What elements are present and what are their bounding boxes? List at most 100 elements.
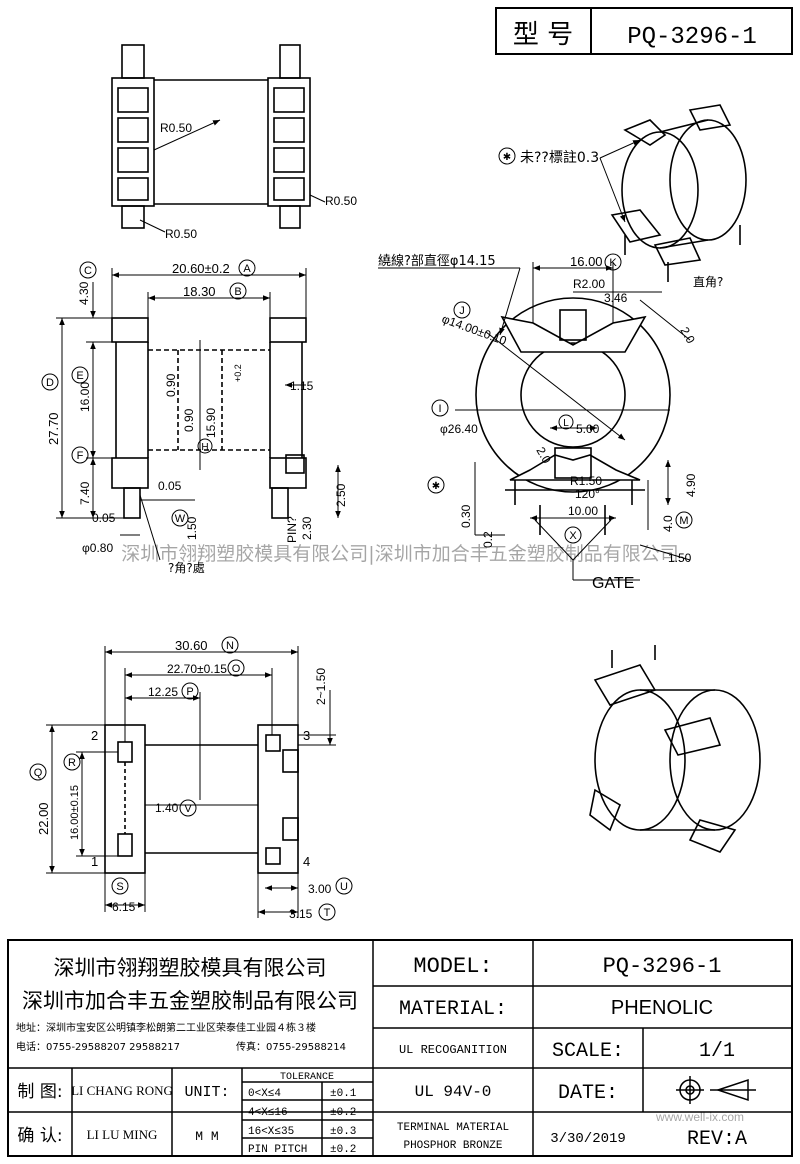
ul-value: UL 94V-0 bbox=[415, 1083, 492, 1101]
pin-1: 1 bbox=[91, 854, 98, 869]
tag-d: D bbox=[46, 377, 54, 389]
front-view-dims bbox=[378, 262, 691, 581]
dim-x: 10.00 bbox=[568, 504, 598, 518]
model-header-label: 型 号 bbox=[513, 20, 573, 50]
unit-value: M M bbox=[195, 1129, 218, 1144]
iso-view-bottom bbox=[589, 645, 761, 853]
check-label: 确 认: bbox=[17, 1126, 62, 1146]
side-view bbox=[111, 317, 307, 519]
pin-label: PIN? bbox=[285, 516, 299, 543]
watermark-text: 深圳市翎翔塑胶模具有限公司|深圳市加合丰五金塑胶制品有限公司 bbox=[121, 543, 678, 565]
dim-t: 3.15 bbox=[289, 907, 313, 921]
dim-d: 27.70 bbox=[46, 412, 61, 445]
dim-s: 6.15 bbox=[112, 900, 136, 914]
dim-150: 1.50 bbox=[668, 551, 692, 565]
date-value: 3/30/2019 bbox=[550, 1131, 626, 1147]
dim-250: 2.50 bbox=[334, 483, 348, 507]
top-r-label-3: R0.50 bbox=[165, 227, 197, 241]
dim-p: 12.25 bbox=[148, 685, 178, 699]
dim-02: 0.2 bbox=[481, 531, 495, 548]
dim-n: 30.60 bbox=[175, 638, 208, 653]
tag-j: J bbox=[459, 305, 465, 317]
dim-005a: 0.05 bbox=[158, 479, 182, 493]
dim-115: 1.15 bbox=[290, 379, 314, 393]
dim-q: 22.00 bbox=[36, 802, 51, 835]
tag-a: A bbox=[243, 263, 251, 275]
tag-p: P bbox=[186, 686, 193, 698]
side-view-labels: 20.60±0.2 A 18.30 B C 4.30 D 27.70 E 16.… bbox=[41, 259, 348, 575]
dim-005b: 0.05 bbox=[92, 511, 116, 525]
wire-note: 繞線?部直徑φ14.15 bbox=[378, 253, 496, 269]
iso-view-top bbox=[610, 104, 747, 282]
tag-l: L bbox=[563, 418, 569, 429]
company-fax: 传真：0755-29588214 bbox=[236, 1040, 346, 1053]
ul-label: UL RECOGANITION bbox=[399, 1043, 507, 1057]
pin-4: 4 bbox=[303, 854, 310, 869]
material-label: MATERIAL: bbox=[399, 998, 507, 1021]
tol-range-4: PIN PITCH bbox=[248, 1144, 307, 1156]
company-name-2: 深圳市加合丰五金塑胶制品有限公司 bbox=[22, 989, 358, 1013]
dim-h-tol: +0.2 bbox=[233, 364, 243, 382]
tag-c: C bbox=[84, 265, 92, 277]
model-header: 型 号 PQ-3296-1 bbox=[495, 7, 793, 55]
title-block bbox=[7, 939, 793, 1157]
tag-s: S bbox=[116, 881, 123, 893]
dim-r: 16.00±0.15 bbox=[69, 785, 81, 840]
model-value: PQ-3296-1 bbox=[603, 954, 722, 979]
projection-symbol-icon bbox=[676, 1076, 756, 1104]
tag-f: F bbox=[77, 450, 84, 462]
tol-range-3: 16<X≤35 bbox=[248, 1126, 294, 1138]
rev-value: REV:A bbox=[687, 1128, 747, 1151]
material-value: PHENOLIC bbox=[611, 997, 713, 1019]
bottom-view bbox=[104, 724, 299, 874]
pin-note: ?角?處 bbox=[168, 561, 205, 575]
side-view-dims bbox=[56, 268, 341, 561]
dim-030: 0.30 bbox=[459, 504, 473, 528]
tag-v: V bbox=[184, 803, 192, 815]
pin-3: 3 bbox=[303, 728, 310, 743]
dim-m: 4.0 bbox=[661, 515, 675, 532]
tol-value-1: ±0.1 bbox=[330, 1088, 357, 1100]
tag-u: U bbox=[340, 881, 348, 893]
tol-range-1: 0<X≤4 bbox=[248, 1088, 281, 1100]
site-watermark: www.well-ix.com bbox=[655, 1110, 744, 1124]
tag-o: O bbox=[232, 663, 241, 675]
tag-k: K bbox=[609, 257, 617, 269]
tag-x: X bbox=[569, 530, 577, 542]
iso-note-text: 未??標註0.3 bbox=[520, 150, 599, 166]
tol-value-4: ±0.2 bbox=[330, 1144, 356, 1156]
dim-c: 4.30 bbox=[77, 281, 91, 305]
tag-t: T bbox=[324, 907, 331, 919]
svg-text:✱: ✱ bbox=[503, 152, 511, 163]
dim-090a: 0.90 bbox=[164, 373, 178, 397]
tolerance-title: TOLERANCE bbox=[280, 1072, 334, 1083]
dim-20a: 2.0 bbox=[677, 325, 698, 347]
svg-text:✱: ✱ bbox=[432, 481, 440, 492]
dim-o: 22.70±0.15 bbox=[167, 662, 227, 676]
tol-value-2: ±0.2 bbox=[330, 1107, 356, 1119]
model-label: MODEL: bbox=[413, 954, 492, 979]
tag-q: Q bbox=[34, 767, 43, 779]
dim-l: 5.00 bbox=[576, 422, 600, 436]
dim-h: 15.90 bbox=[204, 408, 218, 438]
tag-r: R bbox=[68, 757, 76, 769]
model-header-value: PQ-3296-1 bbox=[627, 24, 757, 51]
tag-h: H bbox=[201, 442, 208, 453]
dim-i: φ26.40 bbox=[440, 422, 478, 436]
dim-k: 16.00 bbox=[570, 254, 603, 269]
drawn-label: 制 图: bbox=[17, 1082, 62, 1102]
dim-120: 120° bbox=[575, 487, 600, 501]
dim-490: 4.90 bbox=[684, 473, 698, 497]
dim-230: 2.30 bbox=[300, 516, 314, 540]
dim-b: 18.30 bbox=[183, 284, 216, 299]
tag-i: I bbox=[438, 403, 441, 415]
dim-a: 20.60±0.2 bbox=[172, 261, 230, 276]
scale-label: SCALE: bbox=[552, 1040, 624, 1063]
dim-j: φ14.00±0.10 bbox=[440, 312, 509, 348]
tag-e: E bbox=[76, 370, 83, 382]
bottom-view-dims bbox=[46, 646, 336, 918]
dim-w: 1.50 bbox=[185, 516, 199, 540]
company-address: 地址：深圳市宝安区公明镇李松朗第二工业区荣泰佳工业园４栋３楼 bbox=[16, 1021, 316, 1034]
pin-2: 2 bbox=[91, 728, 98, 743]
